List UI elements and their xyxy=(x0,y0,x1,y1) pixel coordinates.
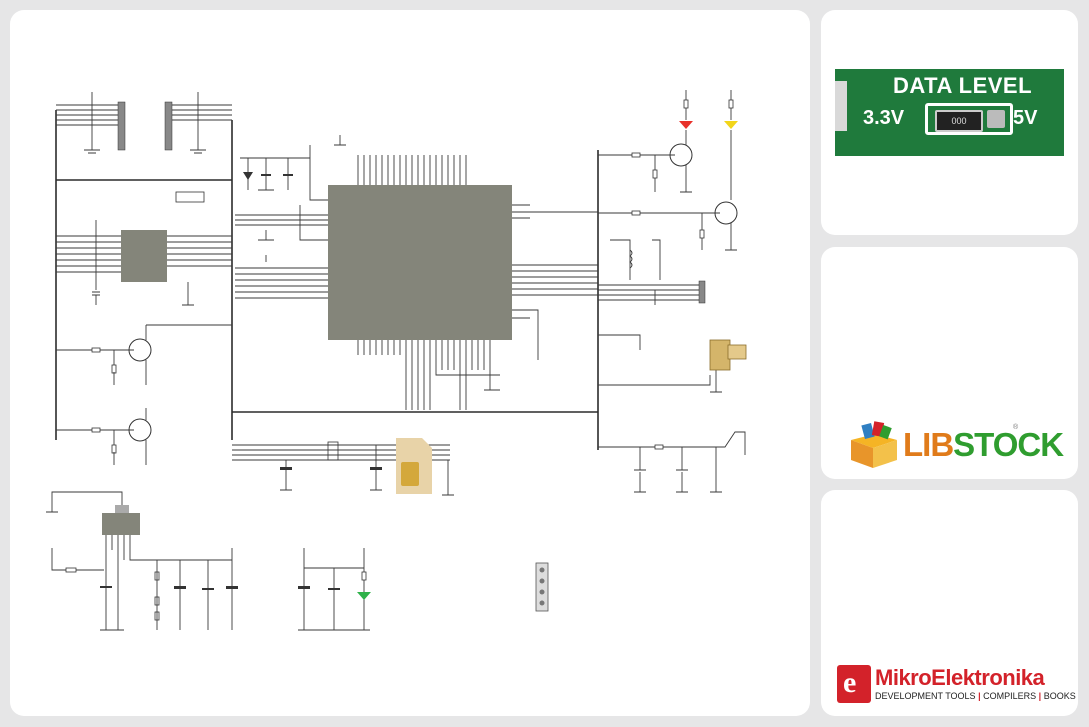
tagline-dev-tools: DEVELOPMENT TOOLS xyxy=(875,691,976,701)
tagline-separator-1: | xyxy=(978,691,981,701)
mikroelektronika-logo[interactable]: e MikroElektronika DEVELOPMENT TOOLS | C… xyxy=(837,665,1076,705)
libstock-wordmark: LIBSTOCK xyxy=(903,426,1064,464)
libstock-wordmark-lib: LIB xyxy=(903,426,954,463)
registered-mark: ® xyxy=(1013,424,1019,431)
data-level-3v3-label: 3.3V xyxy=(863,107,905,129)
main-module-chip xyxy=(235,155,598,410)
tagline-compilers: COMPILERS xyxy=(983,691,1037,701)
antenna-connector xyxy=(598,334,747,393)
libstock-logo[interactable]: LIBSTOCK ® xyxy=(845,420,1064,470)
schematic-panel xyxy=(10,10,810,716)
mikro-e-icon: e xyxy=(837,665,871,703)
tagline-books: BOOKS xyxy=(1043,691,1076,701)
transistor-q1 xyxy=(56,324,232,385)
transistor-q4 xyxy=(598,201,738,251)
header-right xyxy=(164,92,232,154)
company-tagline: DEVELOPMENT TOOLS | COMPILERS | BOOKS xyxy=(875,691,1076,701)
voltage-regulator xyxy=(46,491,238,631)
pin-header xyxy=(535,562,549,612)
input-filter xyxy=(240,135,346,201)
header-left xyxy=(56,92,126,154)
solder-pad xyxy=(987,110,1005,128)
jumper-outline xyxy=(925,103,1013,135)
level-shifter-ic xyxy=(56,191,232,306)
header-pin-edge xyxy=(835,81,847,131)
mikro-e-letter: e xyxy=(843,666,857,699)
zero-ohm-resistor: 000 xyxy=(935,110,983,132)
company-name: MikroElektronika xyxy=(875,665,1045,690)
tagline-separator-2: | xyxy=(1038,691,1042,701)
transistor-q3 xyxy=(598,143,693,193)
status-led-red xyxy=(679,90,693,145)
libstock-box-icon xyxy=(851,421,897,468)
interface-connector xyxy=(598,239,706,305)
sim-card-holder xyxy=(232,438,454,496)
data-level-title: DATA LEVEL xyxy=(893,73,1033,98)
libstock-wordmark-stock: STOCK xyxy=(953,426,1064,463)
data-level-5v-label: 5V xyxy=(1013,107,1038,129)
data-level-jumper-photo: DATA LEVEL 3.3V 000 5V xyxy=(835,69,1064,156)
transistor-q2 xyxy=(56,408,152,465)
power-led-circuit xyxy=(298,548,371,631)
status-led-yellow xyxy=(724,90,738,200)
audio-jack xyxy=(598,431,746,493)
